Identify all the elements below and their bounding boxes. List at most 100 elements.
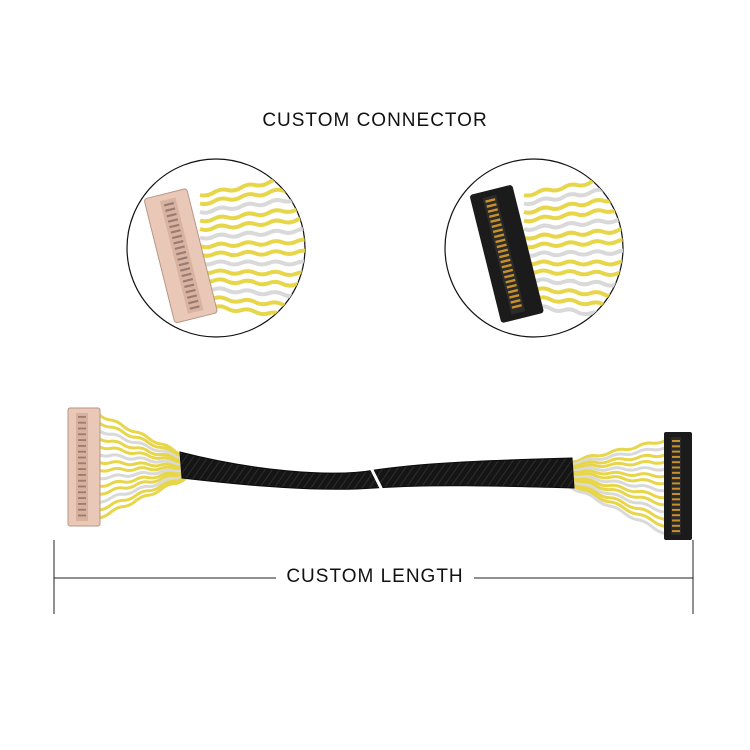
wire [567,475,667,500]
wire [199,268,305,278]
pin [672,440,680,442]
wire [97,469,187,488]
pin [497,248,509,254]
wire [567,471,667,486]
wire [567,460,667,470]
left-connector-closeup [126,158,306,338]
wire [97,473,187,504]
wire [567,484,667,536]
pin [494,233,505,239]
pin [672,503,680,506]
wire [97,428,187,461]
wire [97,444,187,465]
wire [567,473,667,493]
pin [173,239,184,245]
pin [491,223,502,229]
pin [78,445,86,447]
pin [672,450,680,453]
custom-length-text: CUSTOM LENGTH [276,566,474,587]
pin [78,474,86,476]
pin [672,482,680,485]
pin [495,238,506,244]
wire [97,420,187,460]
wire [523,248,623,258]
cable-wires-left [97,412,187,520]
closeup-pins-right [485,198,522,309]
cable-assembly [67,407,692,540]
pin [78,497,86,499]
pin [672,455,680,458]
pin [672,508,680,511]
wire [199,237,305,250]
wire [523,259,623,267]
pin [186,294,198,299]
pin [506,283,517,289]
wire [97,475,187,512]
wire [97,476,187,520]
pin [78,427,86,430]
pin [78,485,86,488]
pin [181,272,192,278]
pin [672,514,680,517]
pin [167,218,179,223]
pin [672,477,680,480]
pin [165,207,176,212]
pin [78,421,86,424]
wire [523,237,623,250]
pin [170,229,181,234]
wire [97,468,187,481]
pin [511,304,522,309]
wire [523,205,623,224]
wire [567,469,667,479]
pin [169,223,180,229]
pin [78,456,86,459]
pin [485,198,496,203]
pin [507,288,519,294]
closeup-pins-left [163,201,200,310]
wire [199,216,305,232]
pin [177,256,188,261]
pin [486,203,497,208]
wire [567,445,667,466]
pin [500,258,511,264]
wire [97,460,187,469]
pin [672,466,680,469]
pin [78,450,86,453]
cable-connector-left [67,407,101,527]
pin [184,283,195,289]
wire [567,482,667,528]
wire [567,476,667,507]
wire [199,205,305,224]
wire [523,216,623,232]
pin [492,228,504,234]
pin [78,433,86,436]
pin [672,498,680,501]
pin [174,245,185,250]
wire [199,248,305,258]
pin [182,278,194,283]
pin [672,487,680,490]
pin [78,491,86,494]
page-title: CUSTOM CONNECTOR [262,110,488,131]
pin [488,213,500,218]
cable-connector-right [664,432,692,540]
pin [501,263,512,269]
pin [672,471,680,474]
pin [189,305,200,310]
pin [502,268,514,274]
pin [185,288,196,294]
wire [97,436,187,463]
wire [567,466,667,472]
wire [567,480,667,521]
pin [490,218,501,224]
pin [510,298,521,304]
wire [523,277,623,288]
right-connector-closeup [444,158,624,338]
pin [672,493,680,495]
wire [523,268,623,278]
pin [166,212,177,218]
pin [487,208,499,213]
wire [97,471,187,496]
pin [78,462,86,465]
